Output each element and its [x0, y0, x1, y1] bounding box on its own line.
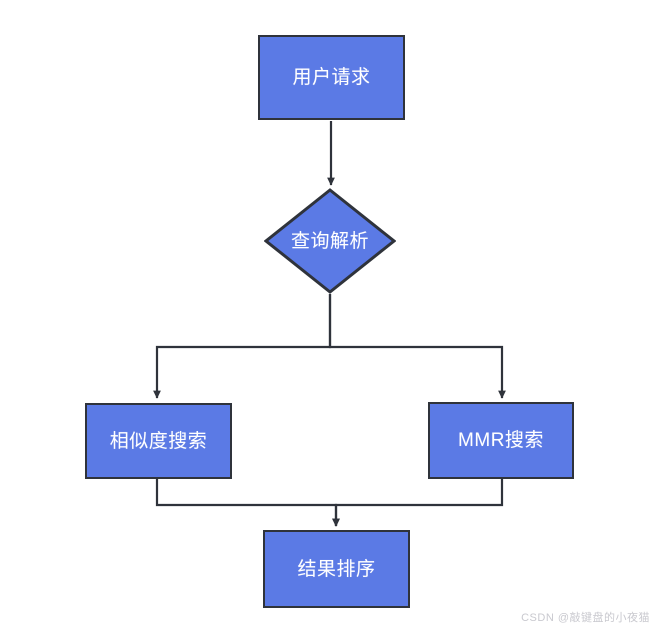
node-result-ranking[interactable]: 结果排序 — [263, 530, 410, 608]
node-label-mmr-search: MMR搜索 — [458, 430, 544, 451]
diamond-shape — [264, 188, 396, 294]
edge-query-parse-to-similarity — [153, 294, 332, 399]
node-label-similarity-search: 相似度搜索 — [109, 430, 208, 452]
diamond-label-wrap: 查询解析 — [264, 188, 396, 294]
node-similarity-search[interactable]: 相似度搜索 — [85, 403, 232, 479]
node-label-query-parse: 查询解析 — [290, 230, 369, 252]
node-mmr-search[interactable]: MMR搜索 — [428, 402, 574, 479]
edge-mmr-to-result-rank — [332, 479, 504, 527]
edge-similarity-to-result-rank — [155, 479, 340, 527]
edge-query-parse-to-mmr — [328, 294, 506, 399]
node-query-parse[interactable]: 查询解析 — [264, 188, 396, 294]
node-user-request[interactable]: 用户请求 — [258, 35, 405, 120]
node-label-user-request: 用户请求 — [292, 67, 371, 88]
node-label-result-ranking: 结果排序 — [297, 558, 376, 580]
watermark-text: CSDN @敲键盘的小夜猫 — [521, 612, 650, 624]
